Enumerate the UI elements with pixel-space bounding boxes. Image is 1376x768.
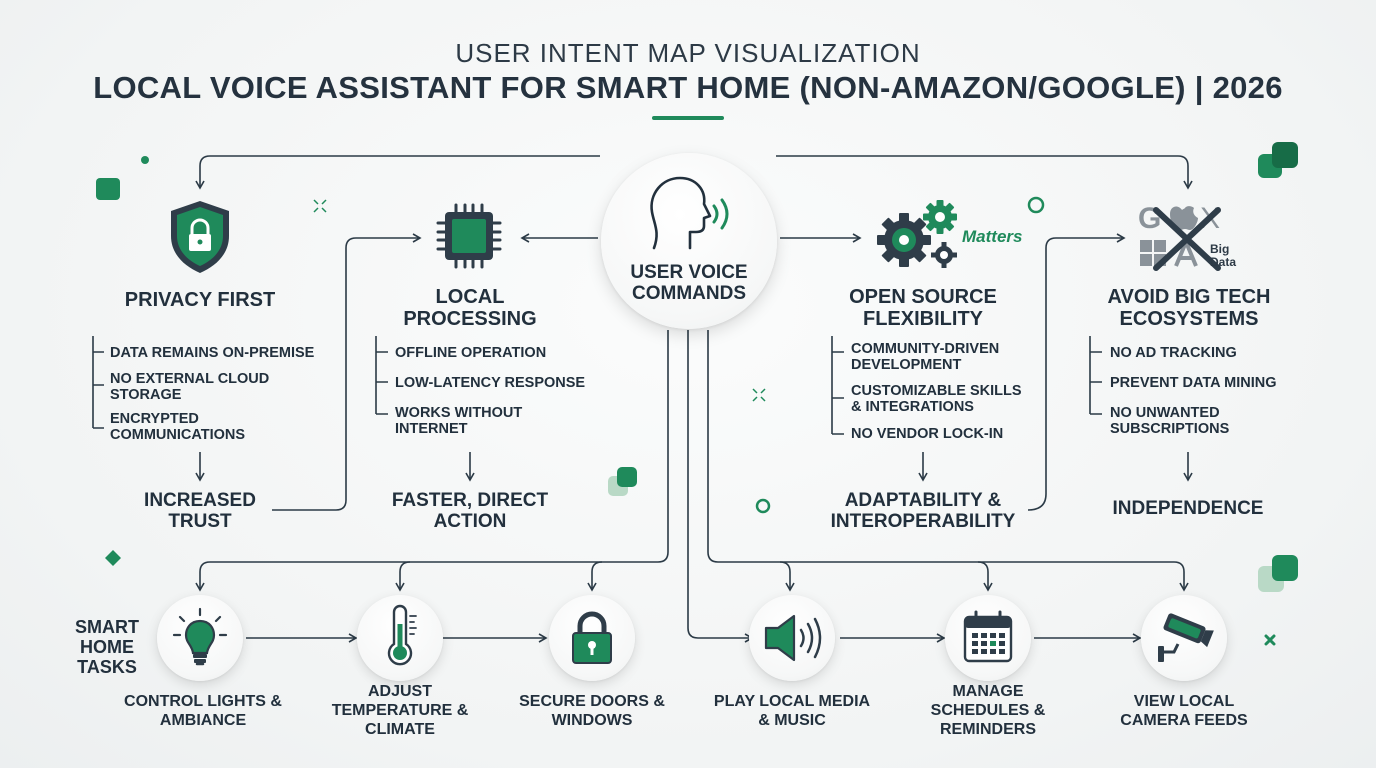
task-label-temperature: ADJUST TEMPERATURE & CLIMATE <box>331 683 469 738</box>
list-bracket-opensource <box>831 336 844 435</box>
decor-sparkle <box>313 199 327 213</box>
task-label-doors: SECURE DOORS & WINDOWS <box>519 693 665 729</box>
decor-squares-mid <box>608 467 637 496</box>
result-avoid-big-tech: INDEPENDENCE <box>1112 498 1264 519</box>
list-bracket-local <box>375 336 388 415</box>
crossed-logos-icon: G X <box>1138 202 1221 271</box>
list-item: NO VENDOR LOCK-IN <box>851 426 1004 442</box>
list-item: NO UNWANTED SUBSCRIPTIONS <box>1110 405 1230 437</box>
result-local-processing: FASTER, DIRECT ACTION <box>391 490 549 532</box>
category-title-local-processing: LOCAL PROCESSING <box>403 286 537 330</box>
speaker-icon <box>764 614 822 662</box>
line-branch-schedules <box>780 561 993 592</box>
list-item: DATA REMAINS ON-PREMISE <box>110 345 315 361</box>
list-item: PREVENT DATA MINING <box>1110 375 1277 391</box>
line-trust-to-local <box>272 233 422 511</box>
smart-home-tasks-label: SMART HOME TASKS <box>75 617 139 677</box>
category-title-privacy: PRIVACY FIRST <box>124 289 276 311</box>
decor-cross <box>1264 634 1276 646</box>
category-title-avoid-big-tech: AVOID BIG TECH ECOSYSTEMS <box>1107 286 1271 330</box>
line-center-to-privacy <box>195 155 600 190</box>
padlock-icon <box>572 611 612 664</box>
shield-lock-icon <box>171 201 229 273</box>
center-node-label: USER VOICE COMMANDS <box>630 262 748 304</box>
task-node-camera[interactable] <box>1141 595 1227 681</box>
decor-ring <box>755 498 771 514</box>
task-label-camera: VIEW LOCAL CAMERA FEEDS <box>1120 693 1248 729</box>
decor-sparkle <box>752 388 766 402</box>
line-branch-camera <box>978 561 1189 592</box>
decor-green-square-left <box>96 178 120 200</box>
list-avoid-big-tech: NO AD TRACKING PREVENT DATA MINING NO UN… <box>1110 345 1310 445</box>
light-bulb-icon <box>172 607 228 666</box>
line-center-to-schedules <box>707 330 795 592</box>
decor-ring <box>1027 196 1045 214</box>
decor-dot <box>141 156 149 164</box>
map-subtitle: USER INTENT MAP VISUALIZATION <box>455 38 921 68</box>
line-branch-temperature <box>395 561 411 592</box>
category-title-open-source: OPEN SOURCE FLEXIBILITY <box>849 286 997 330</box>
gears-icon <box>877 200 957 268</box>
line-center-to-media <box>687 330 754 643</box>
matters-badge: Matters <box>962 227 1023 246</box>
result-open-source: ADAPTABILITY & INTEROPERABILITY <box>830 490 1016 532</box>
list-item: NO AD TRACKING <box>1110 345 1237 361</box>
decor-squares-right-bottom <box>1258 555 1298 592</box>
title-underline <box>652 116 724 120</box>
list-item: COMMUNITY-DRIVEN DEVELOPMENT <box>851 341 1000 373</box>
decor-squares-right-top <box>1258 142 1298 178</box>
list-item: WORKS WITHOUT INTERNET <box>395 405 523 437</box>
list-item: NO EXTERNAL CLOUD STORAGE <box>110 371 270 403</box>
line-branch-doors <box>587 561 603 592</box>
security-camera-icon <box>1158 613 1214 662</box>
thermometer-icon <box>387 604 417 666</box>
task-label-media: PLAY LOCAL MEDIA & MUSIC <box>713 693 871 729</box>
page-title: LOCAL VOICE ASSISTANT FOR SMART HOME (NO… <box>93 70 1283 105</box>
list-item: CUSTOMIZABLE SKILLS & INTEGRATIONS <box>851 383 1022 415</box>
list-bracket-privacy <box>92 336 104 429</box>
decor-diamond <box>105 550 121 566</box>
logo-letter-g: G <box>1138 202 1161 235</box>
line-center-to-bigtech <box>776 155 1193 190</box>
list-bracket-bigtech <box>1089 336 1102 415</box>
task-label-schedules: MANAGE SCHEDULES & REMINDERS <box>930 683 1046 738</box>
list-item: LOW-LATENCY RESPONSE <box>395 375 586 391</box>
speaking-head-icon <box>650 176 729 250</box>
task-label-lights: CONTROL LIGHTS & AMBIANCE <box>124 693 282 729</box>
cpu-chip-icon <box>436 203 502 269</box>
list-privacy: DATA REMAINS ON-PREMISE NO EXTERNAL CLOU… <box>110 345 340 445</box>
line-adapt-to-bigtech <box>1027 233 1126 511</box>
list-item: OFFLINE OPERATION <box>395 345 547 361</box>
result-privacy: INCREASED TRUST <box>144 490 256 532</box>
line-center-to-lights <box>195 330 669 592</box>
list-local-processing: OFFLINE OPERATION LOW-LATENCY RESPONSE W… <box>395 345 615 445</box>
big-data-caption: Big Data <box>1210 242 1237 269</box>
list-item: ENCRYPTED COMMUNICATIONS <box>110 411 246 443</box>
calendar-icon <box>963 610 1013 663</box>
list-open-source: COMMUNITY-DRIVEN DEVELOPMENT CUSTOMIZABL… <box>851 341 1051 451</box>
